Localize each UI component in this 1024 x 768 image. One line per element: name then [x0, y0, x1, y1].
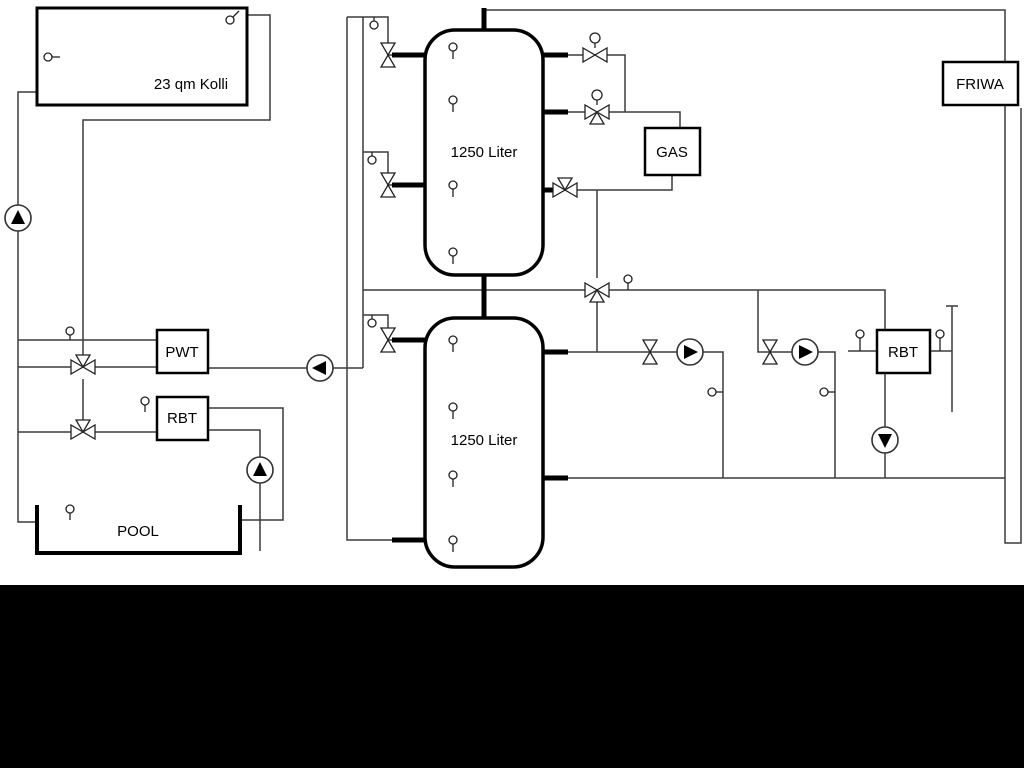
three-way-valve-solar-pwt-icon — [70, 354, 96, 376]
balance-valve-circuit2-icon — [761, 339, 779, 365]
buffer-tank-upper — [423, 28, 545, 277]
tank-lower-label: 1250 Liter — [451, 432, 518, 449]
temp-sensor-icon — [448, 180, 458, 197]
tank-port-stubs — [392, 8, 568, 543]
charge-mid-sensor-icon — [367, 152, 377, 165]
circuit1-sensor-icon — [707, 387, 723, 397]
rbt-right-pipes — [848, 305, 958, 478]
rbt-left-box — [155, 395, 210, 442]
gas-pipes — [553, 54, 681, 278]
buffer-tank-lower — [423, 316, 545, 569]
temp-sensor-icon — [448, 335, 458, 352]
pool-pipes — [208, 407, 284, 551]
tank-ports — [392, 8, 568, 543]
heating-pump2-icon — [791, 338, 819, 366]
sensors — [43, 10, 945, 552]
rbt-pump-icon — [871, 426, 899, 454]
pwt-sensor-icon — [65, 326, 75, 340]
temp-sensor-icon — [448, 247, 458, 264]
rbt-left-sensor-icon — [140, 396, 150, 412]
rbt-left-label: RBT — [167, 410, 197, 427]
mixing-valve-sensor-icon — [623, 274, 633, 290]
tank-lower-sensors — [448, 335, 458, 552]
pwt-box — [155, 328, 210, 375]
tank-upper-label: 1250 Liter — [451, 144, 518, 161]
rbt-right-sensor-right-icon — [935, 329, 945, 351]
motor-valve-charge-top-icon — [582, 32, 608, 64]
temp-sensor-icon — [448, 42, 458, 59]
charge-low-sensor-icon — [367, 315, 377, 328]
rbt-right-label: RBT — [888, 344, 918, 361]
pool-label: POOL — [117, 523, 159, 540]
collector-sensor-icon — [225, 10, 240, 25]
temp-sensor-icon — [448, 95, 458, 112]
mixing-valve-heating-icon — [584, 281, 610, 303]
pwt-label: PWT — [165, 344, 198, 361]
heating-pipes — [568, 289, 1005, 479]
tank-charge-pipes — [208, 16, 585, 541]
pumps — [4, 204, 899, 484]
valve-tank-mid-icon — [379, 172, 397, 198]
pool-pump-icon — [246, 456, 274, 484]
solar-pump-icon — [4, 204, 32, 232]
gas-boiler-box — [643, 126, 702, 177]
circuit2-sensor-icon — [819, 387, 835, 397]
gas-label: GAS — [656, 144, 688, 161]
rbt-right-sensor-left-icon — [855, 329, 865, 351]
temp-sensor-icon — [448, 470, 458, 487]
friwa-pipes — [484, 9, 1022, 544]
solar-pipes — [17, 14, 271, 523]
friwa-box — [941, 60, 1020, 107]
letterbox-bottom — [0, 585, 1024, 768]
labels: 23 qm Kolli 1250 Liter 1250 Liter PWT RB… — [117, 76, 1004, 540]
pool-sensor-icon — [65, 504, 75, 520]
rbt-right-box — [875, 328, 932, 375]
valves — [70, 32, 779, 441]
balance-valve-circuit1-icon — [641, 339, 659, 365]
collector-sensor2-icon — [43, 52, 60, 62]
temp-sensor-icon — [448, 402, 458, 419]
charge-top-sensor-icon — [369, 17, 379, 30]
heating-pump1-icon — [676, 338, 704, 366]
pipes — [17, 9, 1022, 551]
three-way-valve-gas-return-icon — [552, 177, 578, 199]
motor-valve-charge-mid-icon — [584, 89, 610, 125]
three-way-valve-solar-pool-icon — [70, 419, 96, 441]
valve-tank-top-icon — [379, 42, 397, 68]
solar-collector-box — [35, 6, 249, 107]
collector-label: 23 qm Kolli — [154, 76, 228, 93]
valve-tank-low-icon — [379, 327, 397, 353]
pool-outline — [35, 505, 242, 555]
tank-upper-sensors — [448, 42, 458, 264]
friwa-label: FRIWA — [956, 76, 1004, 93]
pwt-pump-icon — [306, 354, 334, 382]
temp-sensor-icon — [448, 535, 458, 552]
